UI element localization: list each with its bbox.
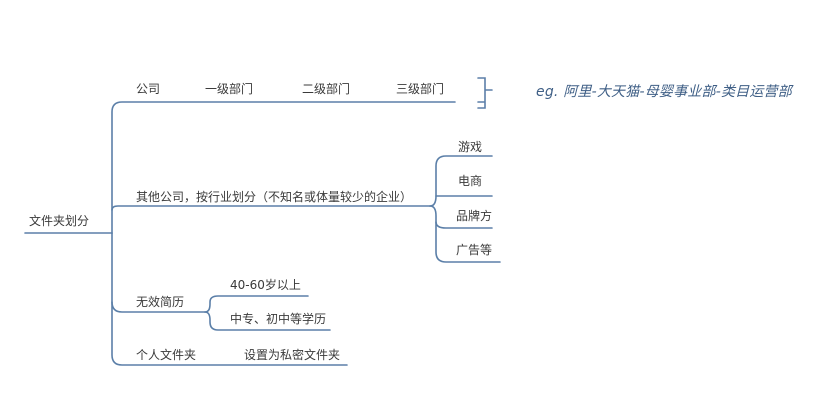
level1-label: 一级部门 [205, 82, 254, 96]
company-bracket [477, 77, 493, 109]
industry-child-3: 广告等 [456, 243, 493, 257]
industry-fork-down-2 [435, 221, 501, 263]
invalid-label: 无效简历 [136, 295, 185, 309]
personal-label: 个人文件夹 [136, 348, 197, 362]
root-label: 文件夹划分 [29, 214, 90, 228]
company-label: 公司 [136, 82, 161, 96]
personal-child: 设置为私密文件夹 [244, 348, 341, 362]
industry-child-0: 游戏 [458, 140, 483, 154]
level2-label: 二级部门 [302, 82, 351, 96]
spine-to-industry [111, 205, 431, 211]
invalid-fork-down [204, 311, 331, 331]
level3-label: 三级部门 [396, 82, 445, 96]
invalid-child-0: 40-60岁以上 [230, 278, 301, 292]
industry-label: 其他公司，按行业划分（不知名或体量较少的企业） [136, 190, 413, 204]
root-spine [111, 101, 456, 234]
company-example-note: eg. 阿里-大天猫-母婴事业部-类目运营部 [536, 84, 792, 100]
invalid-child-1: 中专、初中等学历 [230, 312, 327, 326]
industry-fork [429, 155, 493, 207]
spine-to-personal [111, 301, 348, 366]
industry-child-1: 电商 [458, 174, 483, 188]
industry-child-2: 品牌方 [456, 209, 493, 223]
invalid-fork-up [204, 295, 309, 313]
